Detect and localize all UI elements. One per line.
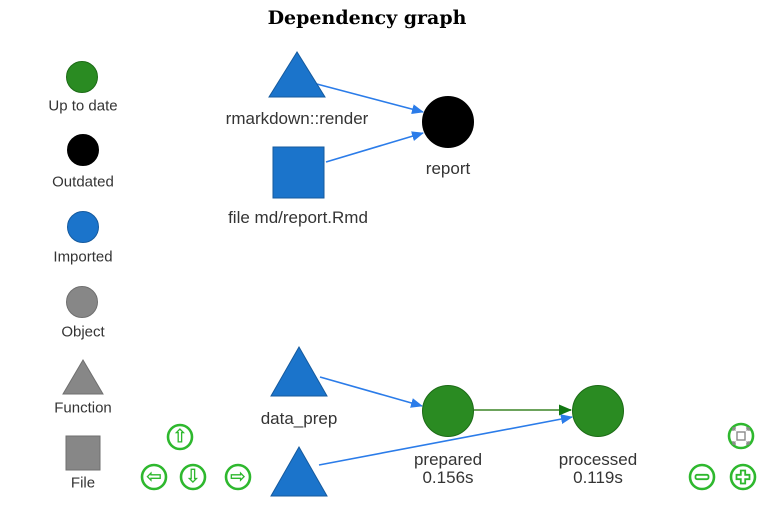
navigation-buttons bbox=[140, 423, 252, 491]
node-offscreen-function[interactable] bbox=[270, 445, 328, 497]
node-label-rmarkdown-render: rmarkdown::render bbox=[225, 109, 369, 128]
legend-label-imported: Imported bbox=[53, 248, 113, 266]
page-title: Dependency graph bbox=[267, 7, 467, 29]
minus-circle-icon bbox=[694, 473, 710, 481]
legend-dot-object bbox=[66, 286, 98, 318]
fit-view-button[interactable] bbox=[727, 422, 755, 450]
zoom-out-button[interactable] bbox=[688, 463, 716, 491]
legend-square-file bbox=[65, 435, 101, 471]
arrow-right-icon[interactable]: ⇨ bbox=[230, 465, 246, 488]
zoom-buttons bbox=[688, 422, 757, 491]
legend-dot-up-to-date bbox=[66, 61, 98, 93]
pan-left-button[interactable] bbox=[140, 463, 168, 491]
node-prepared[interactable] bbox=[422, 385, 474, 437]
fit-view-icon bbox=[732, 427, 750, 445]
legend-label-up-to-date: Up to date bbox=[48, 97, 118, 115]
legend-label-file: File bbox=[70, 474, 96, 492]
edges bbox=[312, 82, 573, 466]
legend-label-outdated: Outdated bbox=[52, 173, 114, 191]
legend-triangle-function bbox=[62, 359, 104, 395]
node-label-prepared: prepared bbox=[413, 450, 483, 469]
node-label-report: report bbox=[425, 159, 471, 178]
node-data-prep[interactable] bbox=[270, 345, 328, 397]
edge-function-to-processed bbox=[318, 414, 573, 466]
legend-dot-outdated bbox=[67, 134, 99, 166]
node-label-data-prep: data_prep bbox=[260, 409, 338, 428]
arrow-up-icon[interactable]: ⇧ bbox=[172, 425, 188, 448]
pan-up-button[interactable] bbox=[166, 423, 194, 451]
edge-render-to-report bbox=[312, 82, 424, 115]
arrow-down-icon[interactable]: ⇩ bbox=[185, 465, 201, 488]
node-processed[interactable] bbox=[572, 385, 624, 437]
pan-right-button[interactable] bbox=[224, 463, 252, 491]
pan-down-button[interactable] bbox=[179, 463, 207, 491]
node-time-processed: 0.119s bbox=[573, 468, 623, 487]
plus-circle-icon bbox=[735, 469, 751, 485]
legend-label-object: Object bbox=[61, 323, 105, 341]
edge-file-to-report bbox=[325, 131, 424, 163]
node-time-prepared: 0.156s bbox=[422, 468, 474, 487]
node-file-report-rmd[interactable] bbox=[272, 146, 325, 199]
nodes bbox=[268, 51, 624, 497]
legend-label-function: Function bbox=[54, 399, 112, 417]
zoom-in-button[interactable] bbox=[729, 463, 757, 491]
arrow-left-icon[interactable]: ⇦ bbox=[146, 465, 162, 488]
node-report[interactable] bbox=[422, 96, 474, 148]
legend-dot-imported bbox=[67, 211, 99, 243]
node-label-processed: processed bbox=[558, 450, 638, 469]
edge-dataprep-to-prepared bbox=[319, 376, 423, 408]
node-rmarkdown-render[interactable] bbox=[268, 51, 326, 98]
legend bbox=[62, 61, 104, 471]
node-label-file-report-rmd: file md/report.Rmd bbox=[228, 208, 368, 227]
